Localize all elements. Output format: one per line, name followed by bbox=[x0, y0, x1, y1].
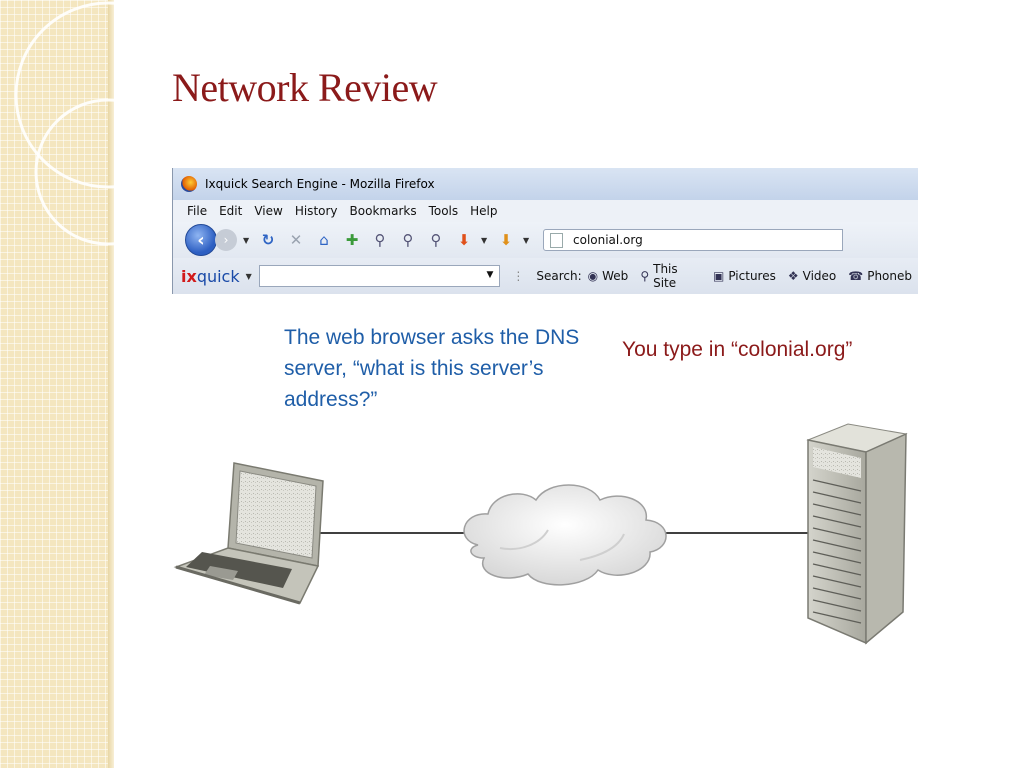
web-icon: ◉ bbox=[587, 269, 599, 283]
search-label: Search: bbox=[536, 269, 582, 283]
reload-icon[interactable]: ↻ bbox=[261, 231, 275, 249]
slide-title: Network Review bbox=[172, 65, 438, 110]
server-drive-bays bbox=[812, 479, 862, 624]
stop-icon[interactable]: ✕ bbox=[289, 231, 303, 249]
sidebar-edge bbox=[108, 0, 114, 768]
download-alt-dropdown-icon[interactable]: ▼ bbox=[523, 235, 530, 245]
bookmark-add-icon[interactable]: ✚ bbox=[345, 231, 359, 249]
download-icon[interactable]: ⬇ bbox=[457, 231, 471, 249]
history-dropdown-icon[interactable]: ▼ bbox=[243, 235, 250, 245]
menu-edit[interactable]: Edit bbox=[219, 204, 243, 218]
menu-file[interactable]: File bbox=[187, 204, 208, 218]
toolbar-separator: ⋮ bbox=[512, 269, 525, 283]
browser-screenshot: Ixquick Search Engine - Mozilla Firefox … bbox=[172, 168, 918, 294]
window-title: Ixquick Search Engine - Mozilla Firefox bbox=[205, 177, 435, 191]
server-icon bbox=[806, 423, 908, 645]
decorative-circles bbox=[14, 1, 140, 246]
search-option-phonebook[interactable]: ☎Phoneb bbox=[848, 269, 912, 283]
pictures-icon: ▣ bbox=[712, 269, 725, 283]
magnifier-icon: ⚲ bbox=[640, 269, 650, 283]
menu-history[interactable]: History bbox=[294, 204, 338, 218]
zoom-reset-icon[interactable]: ⚲ bbox=[430, 231, 442, 249]
forward-arrow-icon[interactable]: › bbox=[215, 229, 237, 251]
laptop-icon bbox=[173, 462, 324, 605]
search-option-this-site[interactable]: ⚲This Site bbox=[640, 262, 678, 290]
you-type-caption: You type in “colonial.org” bbox=[622, 338, 853, 361]
page-icon bbox=[550, 232, 563, 248]
search-dropdown-icon[interactable]: ▼ bbox=[486, 270, 494, 280]
dns-question-caption: The web browser asks the DNS server, “wh… bbox=[284, 326, 580, 411]
menu-bookmarks[interactable]: Bookmarks bbox=[349, 204, 417, 218]
search-option-pictures[interactable]: ▣Pictures bbox=[712, 269, 776, 283]
menu-bar: File Edit View History Bookmarks Tools H… bbox=[173, 200, 918, 222]
firefox-icon bbox=[181, 176, 197, 192]
url-text: colonial.org bbox=[573, 233, 643, 247]
search-option-web[interactable]: ◉Web bbox=[587, 269, 629, 283]
search-toolbar: ixquick ▼ ▼ ⋮ Search: ◉Web ⚲This Site ▣P… bbox=[173, 258, 918, 294]
search-option-video[interactable]: ❖Video bbox=[787, 269, 837, 283]
home-icon[interactable]: ⌂ bbox=[319, 231, 329, 249]
download-alt-icon[interactable]: ⬇ bbox=[499, 231, 513, 249]
zoom-in-icon[interactable]: ⚲ bbox=[374, 231, 386, 249]
video-icon: ❖ bbox=[787, 269, 799, 283]
url-field[interactable]: colonial.org bbox=[543, 229, 843, 251]
menu-help[interactable]: Help bbox=[470, 204, 498, 218]
logo-dropdown-icon[interactable]: ▼ bbox=[245, 271, 252, 281]
internet-cloud-icon bbox=[463, 484, 667, 586]
menu-tools[interactable]: Tools bbox=[428, 204, 459, 218]
ixquick-logo[interactable]: ixquick bbox=[181, 266, 240, 286]
download-dropdown-icon[interactable]: ▼ bbox=[481, 235, 488, 245]
phone-icon: ☎ bbox=[848, 269, 864, 283]
menu-view[interactable]: View bbox=[254, 204, 283, 218]
browser-titlebar: Ixquick Search Engine - Mozilla Firefox bbox=[173, 168, 918, 200]
navigation-toolbar: ‹ › ▼ ↻ ✕ ⌂ ✚ ⚲ ⚲ ⚲ ⬇ ▼ ⬇ ▼ colonial.org bbox=[173, 222, 918, 258]
zoom-out-icon[interactable]: ⚲ bbox=[402, 231, 414, 249]
decorative-sidebar bbox=[0, 0, 112, 768]
search-input[interactable]: ▼ bbox=[259, 265, 501, 287]
